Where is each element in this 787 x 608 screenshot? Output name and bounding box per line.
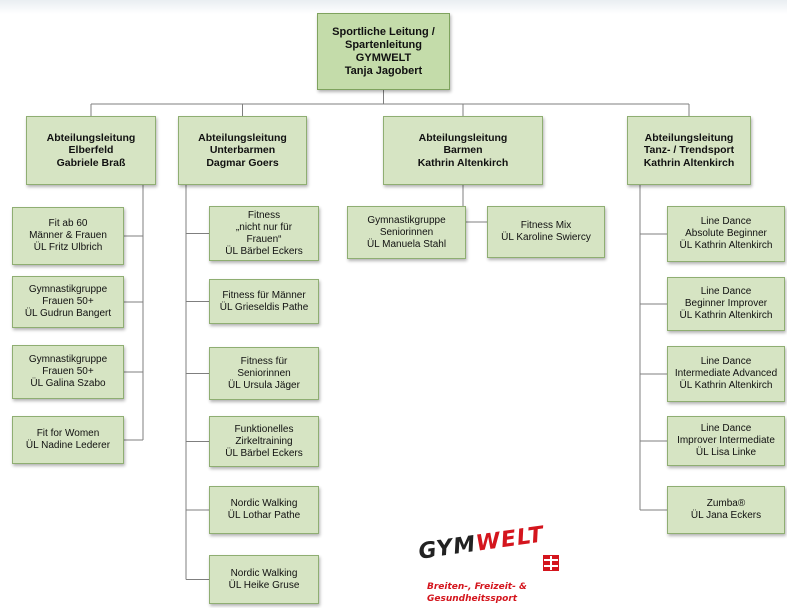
group-box-elberfeld-line: ÜL Nadine Lederer [25,440,111,451]
group-box-unterbarmen-line: ÜL Ursula Jäger [228,379,300,391]
department-box-elberfeld-line: Abteilungsleitung [46,131,136,144]
group-box-tanz-line: Line Dance [700,356,752,367]
department-box-tanz-line: Abteilungsleitung [644,131,734,144]
group-box-tanz-line: Line Dance [700,423,752,434]
group-box-tanz-line: Improver Intermediate [677,435,775,446]
group-box-elberfeld-line: Fit for Women [36,428,100,439]
department-box-barmen-line: Barmen [443,144,483,157]
group-box-unterbarmen-line: Zirkeltraining [235,435,293,447]
logo-wordmark-gym: GYM [416,531,478,565]
department-box-unterbarmen-line: Abteilungsleitung [198,131,287,144]
group-box-elberfeld-line: Männer & Frauen [29,230,107,241]
group-box-tanz-line: Line Dance [700,286,752,297]
group-box-tanz-line: ÜL Kathrin Altenkirch [679,380,773,391]
top-background-band [0,0,787,14]
department-box-elberfeld-line: Elberfeld [68,144,114,157]
group-box-unterbarmen-line: Funktionelles [234,423,294,435]
group-box-barmen-line: Seniorinnen [379,226,434,238]
group-box-unterbarmen-line: Frauen“ [246,233,282,245]
group-box-unterbarmen-line: Seniorinnen [237,367,291,379]
group-box-unterbarmen-line: ÜL Grieseldis Pathe [219,301,309,313]
group-box-elberfeld-line: Gymnastikgruppe [28,284,108,295]
group-box-unterbarmen-line: „nicht nur für [235,221,293,233]
group-box-tanz-line: Line Dance [700,216,752,227]
group-box-tanz-line: Absolute Beginner [685,228,767,239]
root-box-sportliche-leitung-line: Tanja Jagobert [344,64,423,77]
logo-subtitle-line-1: Breiten-, Freizeit- & [427,582,527,592]
group-box-elberfeld-line: Frauen 50+ [42,296,94,307]
group-box-elberfeld-line: ÜL Galina Szabo [30,378,106,389]
department-box-unterbarmen-line: Dagmar Goers [206,156,279,169]
group-box-tanz-line: ÜL Kathrin Altenkirch [679,310,773,321]
root-box-sportliche-leitung-line: GYMWELT [355,51,412,64]
group-box-elberfeld-line: Gymnastikgruppe [28,354,108,365]
group-box-unterbarmen-line: ÜL Bärbel Eckers [225,245,303,257]
department-box-barmen-line: Abteilungsleitung [418,131,508,144]
group-box-barmen-line: ÜL Manuela Stahl [366,238,447,250]
gymwelt-logo: GYMWELT Breiten-, Freizeit- & Gesundheit… [412,522,567,608]
group-box-unterbarmen-line: Nordic Walking [230,498,298,509]
group-box-tanz-line: Intermediate Advanced [674,368,778,379]
group-box-elberfeld-line: ÜL Fritz Ulbrich [33,242,103,253]
group-box-unterbarmen-line: ÜL Bärbel Eckers [225,447,303,459]
group-box-tanz-line: ÜL Kathrin Altenkirch [679,240,773,251]
group-box-barmen-line: Fitness Mix [520,220,572,231]
group-box-elberfeld-line: Frauen 50+ [42,366,94,377]
group-box-elberfeld-line: ÜL Gudrun Bangert [24,308,112,319]
logo-subtitle-line-2: Gesundheitssport [427,594,518,604]
group-box-unterbarmen-line: Fitness für Männer [222,289,306,301]
department-box-unterbarmen-line: Unterbarmen [209,144,276,157]
department-box-elberfeld-line: Gabriele Braß [56,156,126,169]
group-box-unterbarmen-line: ÜL Lothar Pathe [227,510,301,521]
group-box-tanz: Zumba®ÜL Jana Eckers [667,486,785,534]
group-box-elberfeld-line: Fit ab 60 [48,218,88,229]
department-box-tanz-line: Tanz- / Trendsport [643,144,735,157]
group-box-unterbarmen-line: ÜL Heike Gruse [228,579,300,591]
group-box-barmen-line: ÜL Karoline Swiercy [501,232,591,243]
root-box-sportliche-leitung-line: Sportliche Leitung / [332,25,435,38]
logo-subtitle: Breiten-, Freizeit- & Gesundheitssport [427,581,527,605]
group-box-tanz-line: Zumba® [706,498,746,509]
group-box-tanz-line: ÜL Jana Eckers [690,510,762,521]
group-box-unterbarmen-line: Nordic Walking [230,567,298,579]
group-box-unterbarmen-line: Fitness [247,209,281,221]
group-box-unterbarmen-line: Fitness für [240,355,288,367]
logo-wordmark-welt: WELT [474,522,546,557]
logo-cross-icon [543,555,559,571]
group-box-barmen-line: Gymnastikgruppe [367,214,446,226]
department-box-tanz-line: Kathrin Altenkirch [643,156,735,169]
group-box-tanz-line: ÜL Lisa Linke [695,447,757,458]
department-box-barmen-line: Kathrin Altenkirch [417,156,509,169]
group-box-tanz-line: Beginner Improver [684,298,768,309]
root-box-sportliche-leitung-line: Spartenleitung [344,38,422,51]
